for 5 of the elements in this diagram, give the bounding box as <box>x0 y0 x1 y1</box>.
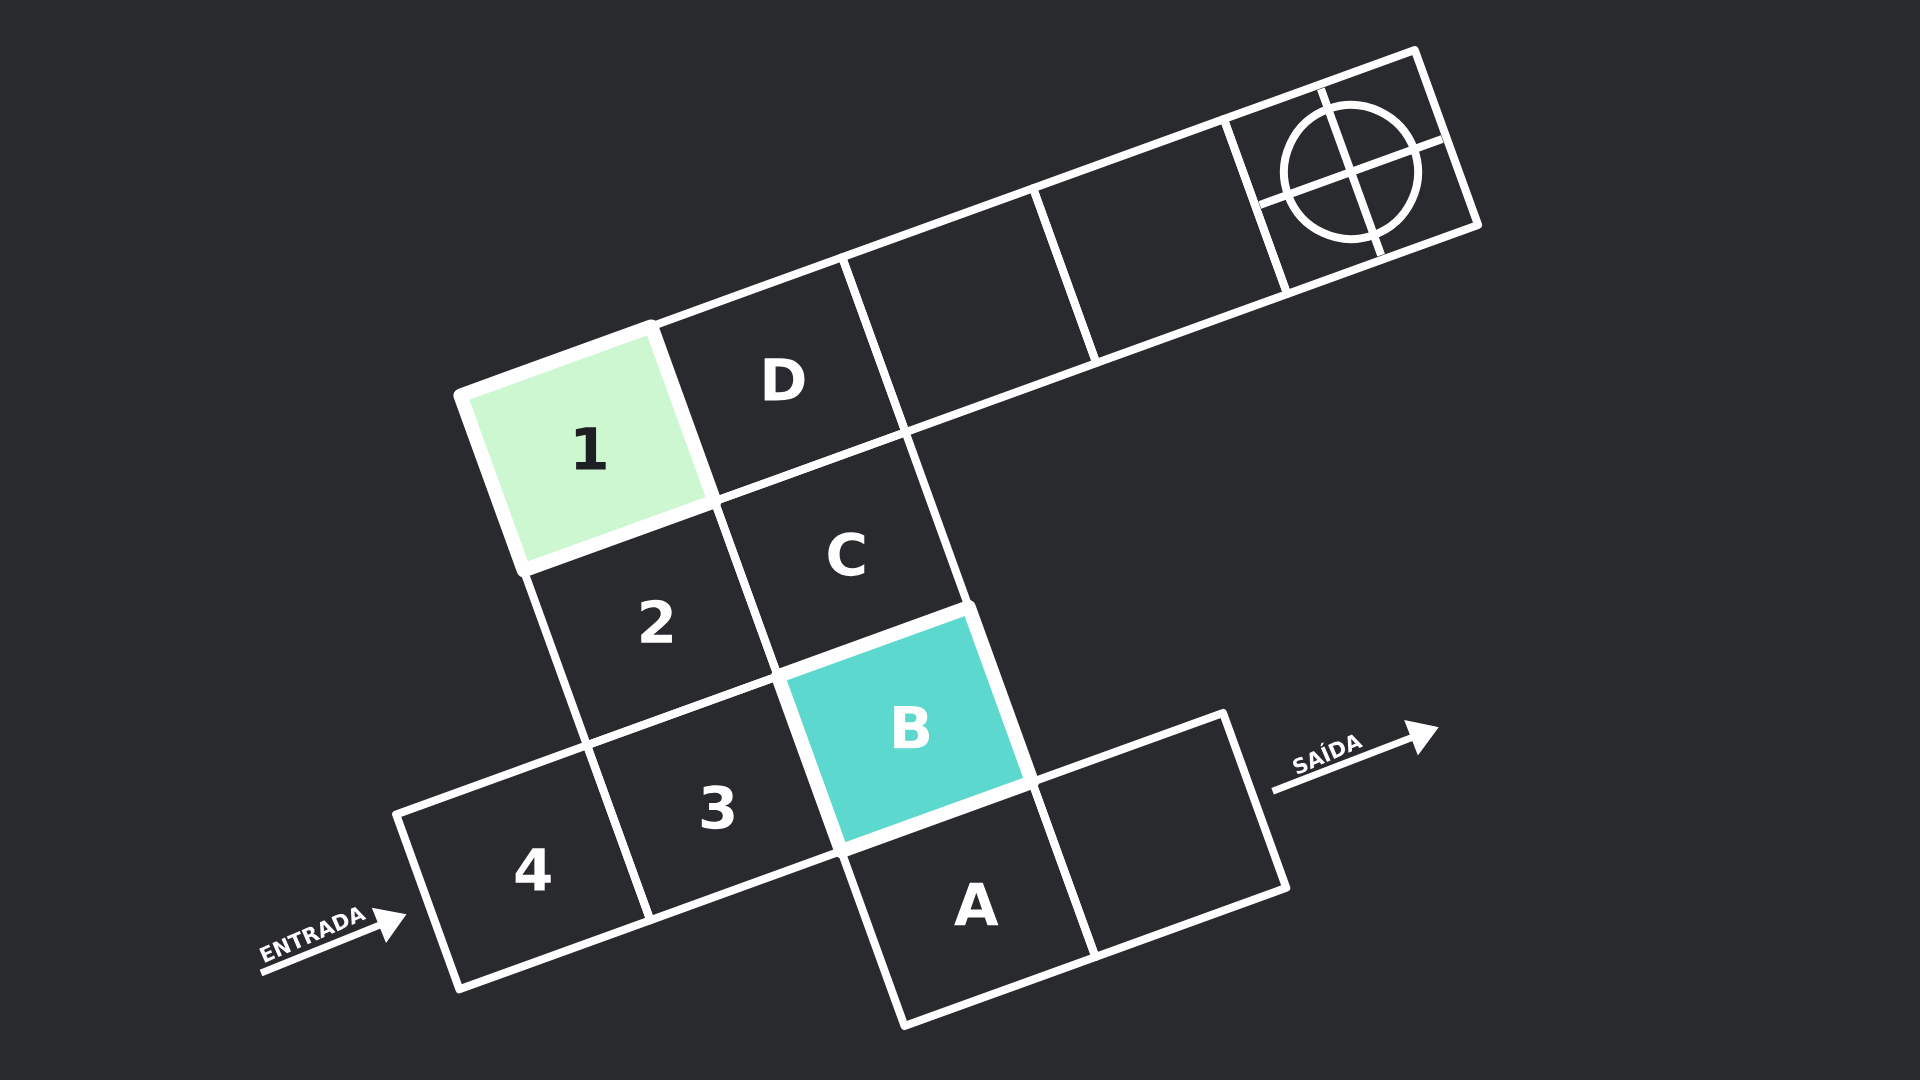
grid-cell: 4 <box>392 741 655 994</box>
grid-cell: 1 <box>453 319 722 578</box>
grid-cell <box>1028 708 1291 961</box>
grid-cell: B <box>770 600 1040 859</box>
grid-cell <box>838 184 1101 437</box>
